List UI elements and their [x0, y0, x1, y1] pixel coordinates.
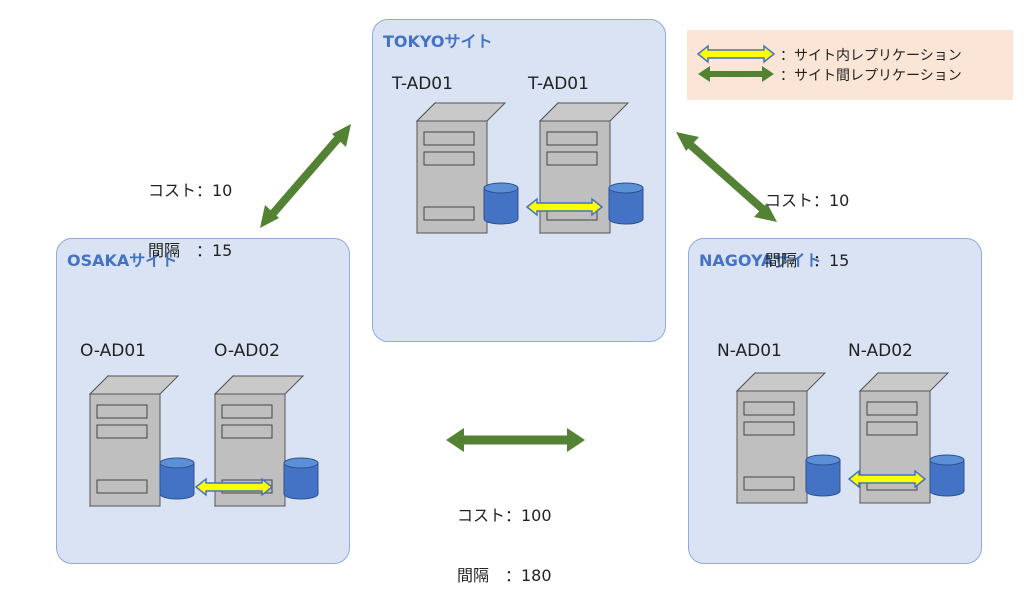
server-label: O-AD01	[80, 341, 146, 361]
database-icon	[483, 182, 519, 225]
interval-value: 間隔 ：15	[765, 251, 850, 270]
cost-label-osaka-tokyo: コスト：10 間隔 ：15	[148, 141, 232, 281]
intra-site-arrow	[525, 197, 604, 217]
database-icon	[159, 457, 195, 500]
cost-value: コスト：10	[148, 181, 233, 200]
site-title-tokyo: TOKYOサイト	[383, 32, 493, 51]
database-icon	[283, 457, 319, 500]
inter-site-arrow	[446, 428, 585, 452]
server-label: T-AD01	[392, 74, 453, 94]
cost-label-tokyo-nagoya: コスト：10 間隔 ：15	[765, 151, 849, 291]
legend-inter-arrow-icon	[698, 66, 774, 82]
legend	[687, 30, 1013, 100]
cost-label-osaka-nagoya: コスト：100 間隔 ：180	[457, 466, 552, 606]
server-label: N-AD01	[717, 341, 782, 361]
intra-site-arrow	[847, 469, 927, 489]
server-label: N-AD02	[848, 341, 913, 361]
database-icon	[608, 182, 644, 225]
database-icon	[929, 454, 965, 497]
legend-inter-label: ：サイト間レプリケーション	[780, 68, 962, 84]
intra-site-arrow	[194, 477, 274, 497]
server-label: O-AD02	[214, 341, 280, 361]
legend-intra-label: ：サイト内レプリケーション	[780, 48, 962, 64]
cost-value: コスト：100	[457, 506, 552, 525]
site-title-osaka: OSAKAサイト	[67, 251, 178, 270]
server-label: T-AD01	[528, 74, 589, 94]
interval-value: 間隔 ：180	[457, 566, 552, 585]
inter-site-arrow	[260, 124, 351, 228]
interval-value: 間隔 ：15	[148, 241, 233, 260]
legend-intra-arrow-icon	[696, 44, 776, 64]
diagram-canvas	[89, 44, 965, 507]
cost-value: コスト：10	[765, 191, 850, 210]
database-icon	[805, 454, 841, 497]
inter-site-arrow	[676, 132, 777, 222]
site-title-nagoya: NAGOYAサイト	[699, 251, 822, 270]
